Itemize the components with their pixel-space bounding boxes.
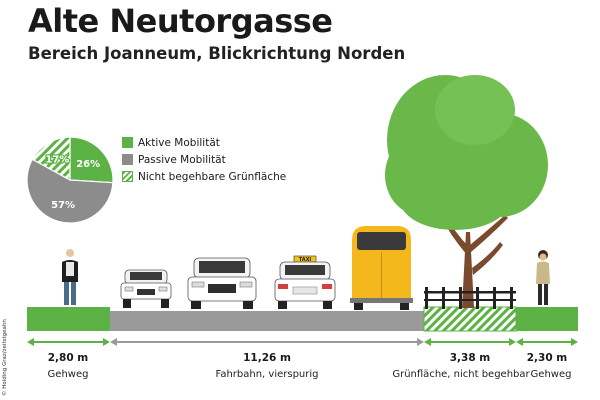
- pedestrian-left-illustration: [62, 249, 78, 305]
- legend-item-passive: Passive Mobilität: [122, 151, 286, 168]
- pie-legend: Aktive Mobilität Passive Mobilität Nicht…: [122, 134, 286, 185]
- section-label-greenstrip: Grünfläche, nicht begehbar: [392, 369, 530, 380]
- sidewalk-right-surface: [516, 307, 578, 331]
- section-label-sidewalk-left: Gehweg: [47, 369, 89, 380]
- taxi-sign-text: TAXI: [299, 257, 312, 263]
- delivery-van-illustration: [350, 226, 413, 310]
- section-label-sidewalk-right: Gehweg: [530, 369, 572, 380]
- legend-label: Passive Mobilität: [138, 153, 226, 166]
- legend-item-active: Aktive Mobilität: [122, 134, 286, 151]
- pie-slice-label: 17%: [45, 155, 69, 166]
- legend-swatch-green: [122, 137, 133, 148]
- page-title: Alte Neutorgasse: [28, 2, 333, 40]
- pedestrian-right-illustration: [536, 250, 550, 305]
- legend-label: Nicht begehbare Grünfläche: [138, 170, 287, 183]
- dimension-arrows-road: [110, 338, 424, 346]
- section-width-sidewalk-right: 2,30 m: [526, 352, 568, 364]
- legend-item-greenspace: Nicht begehbare Grünfläche: [122, 168, 286, 185]
- pie-slice: [69, 136, 114, 184]
- section-width-greenstrip: 3,38 m: [449, 352, 491, 364]
- taxi-illustration: TAXI: [274, 255, 336, 309]
- section-width-road: 11,26 m: [243, 352, 291, 364]
- pie-slice-label: 57%: [51, 200, 75, 211]
- modal-split-pie-chart: 26% 57% 17%: [26, 136, 114, 224]
- fence-illustration: [424, 287, 516, 309]
- pie-slice: [26, 158, 114, 224]
- legend-swatch-hatched: [122, 171, 133, 182]
- dimension-arrows: [27, 338, 110, 346]
- car-suv-illustration: [187, 257, 257, 309]
- greenstrip-surface: [423, 306, 517, 332]
- section-label-road: Fahrbahn, vierspurig: [215, 369, 319, 380]
- legend-swatch-gray: [122, 154, 133, 165]
- image-credit: © Holding Graz/zeitstgeahn: [2, 319, 8, 396]
- tree-illustration: [385, 75, 548, 308]
- pie-slice: [31, 136, 71, 182]
- road-surface: [110, 311, 424, 331]
- page-subtitle: Bereich Joanneum, Blickrichtung Norden: [28, 44, 406, 63]
- sidewalk-left-surface: [27, 307, 110, 331]
- car-small-illustration: [120, 269, 172, 308]
- legend-label: Aktive Mobilität: [138, 136, 220, 149]
- dimension-arrows-right: [424, 338, 578, 346]
- section-width-sidewalk-left: 2,80 m: [47, 352, 89, 364]
- pie-slice-label: 26%: [76, 159, 100, 170]
